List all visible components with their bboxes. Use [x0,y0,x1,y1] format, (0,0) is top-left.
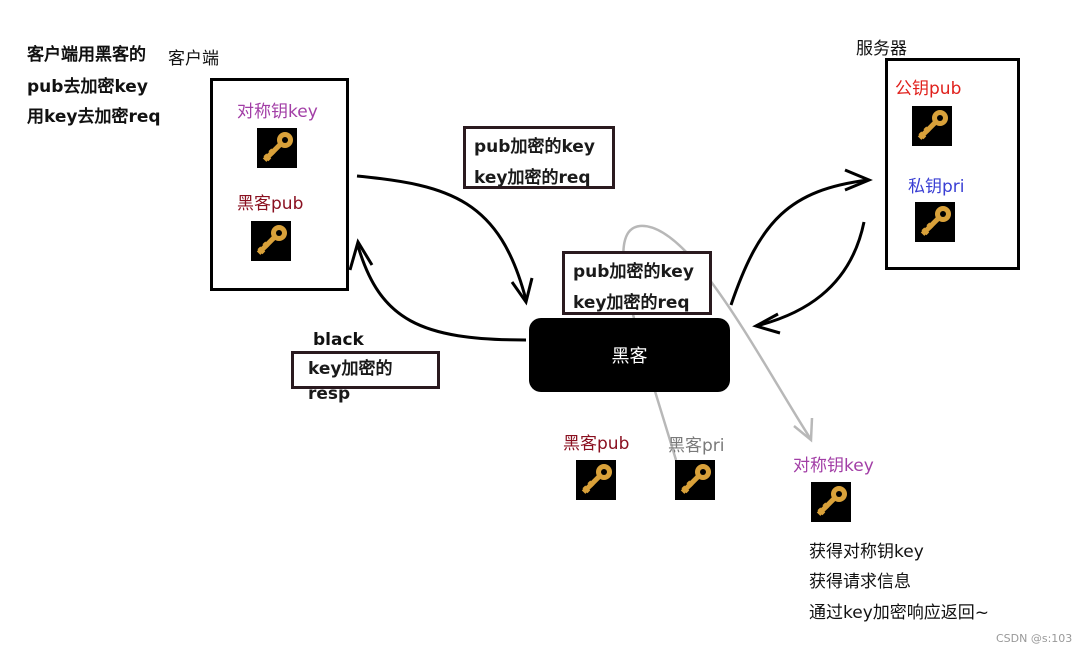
request-message-box: pub加密的key key加密的req [463,126,615,189]
client-symmetric-key-icon [257,128,297,168]
hacker-pri-key-icon [675,460,715,500]
response-text: key加密的resp [308,359,393,404]
hacker-gets-line1: 获得对称钥key [809,542,924,562]
server-pri-label: 私钥pri [908,177,965,197]
server-pub-label: 公钥pub [895,79,962,99]
client-key-label: 对称钥key [237,102,318,122]
hacker-pub-label: 黑客pub [563,434,630,454]
forwarded-message-box: pub加密的key key加密的req [562,251,712,315]
response-arrow [356,245,527,342]
response-title: black [313,330,364,350]
watermark: CSDN @s:103 [996,632,1073,645]
hacker-gets-line2: 获得请求信息 [809,572,911,592]
server-label: 服务器 [856,39,907,59]
hacker-node: 黑客 [529,318,730,392]
server-pri-key-icon [915,202,955,242]
request-arrow-head [510,277,534,306]
server-to-hacker-arrow-head [752,312,781,335]
hacker-pub-key-icon [576,460,616,500]
hacker-label: 黑客 [611,346,648,367]
response-arrow-head [348,238,374,271]
hacker-pri-label: 黑客pri [668,436,725,456]
client-note-line1: 客户端用黑客的 [27,45,146,65]
obtained-symmetric-key-icon [811,482,851,522]
client-label: 客户端 [168,49,219,69]
request-arrow [356,174,528,301]
hacker-to-server-arrow-head [844,168,873,192]
request-message-line1: pub加密的key [474,137,595,157]
decrypt-loop-arrow-head [793,417,814,443]
server-pub-key-icon [912,106,952,146]
client-hacker-pub-label: 黑客pub [237,194,304,214]
client-note-line3: 用key去加密req [27,107,161,127]
hacker-to-server-arrow [729,178,869,306]
hacker-gets-line3: 通过key加密响应返回~ [809,603,990,623]
forwarded-message-line2: key加密的req [573,293,690,313]
forwarded-message-line1: pub加密的key [573,262,694,282]
response-box: key加密的resp [291,351,440,404]
client-note-line2: pub去加密key [27,77,148,97]
server-to-hacker-arrow [755,221,866,328]
request-message-line2: key加密的req [474,168,591,188]
obtained-key-label: 对称钥key [793,456,874,476]
client-hacker-pub-key-icon [251,221,291,261]
